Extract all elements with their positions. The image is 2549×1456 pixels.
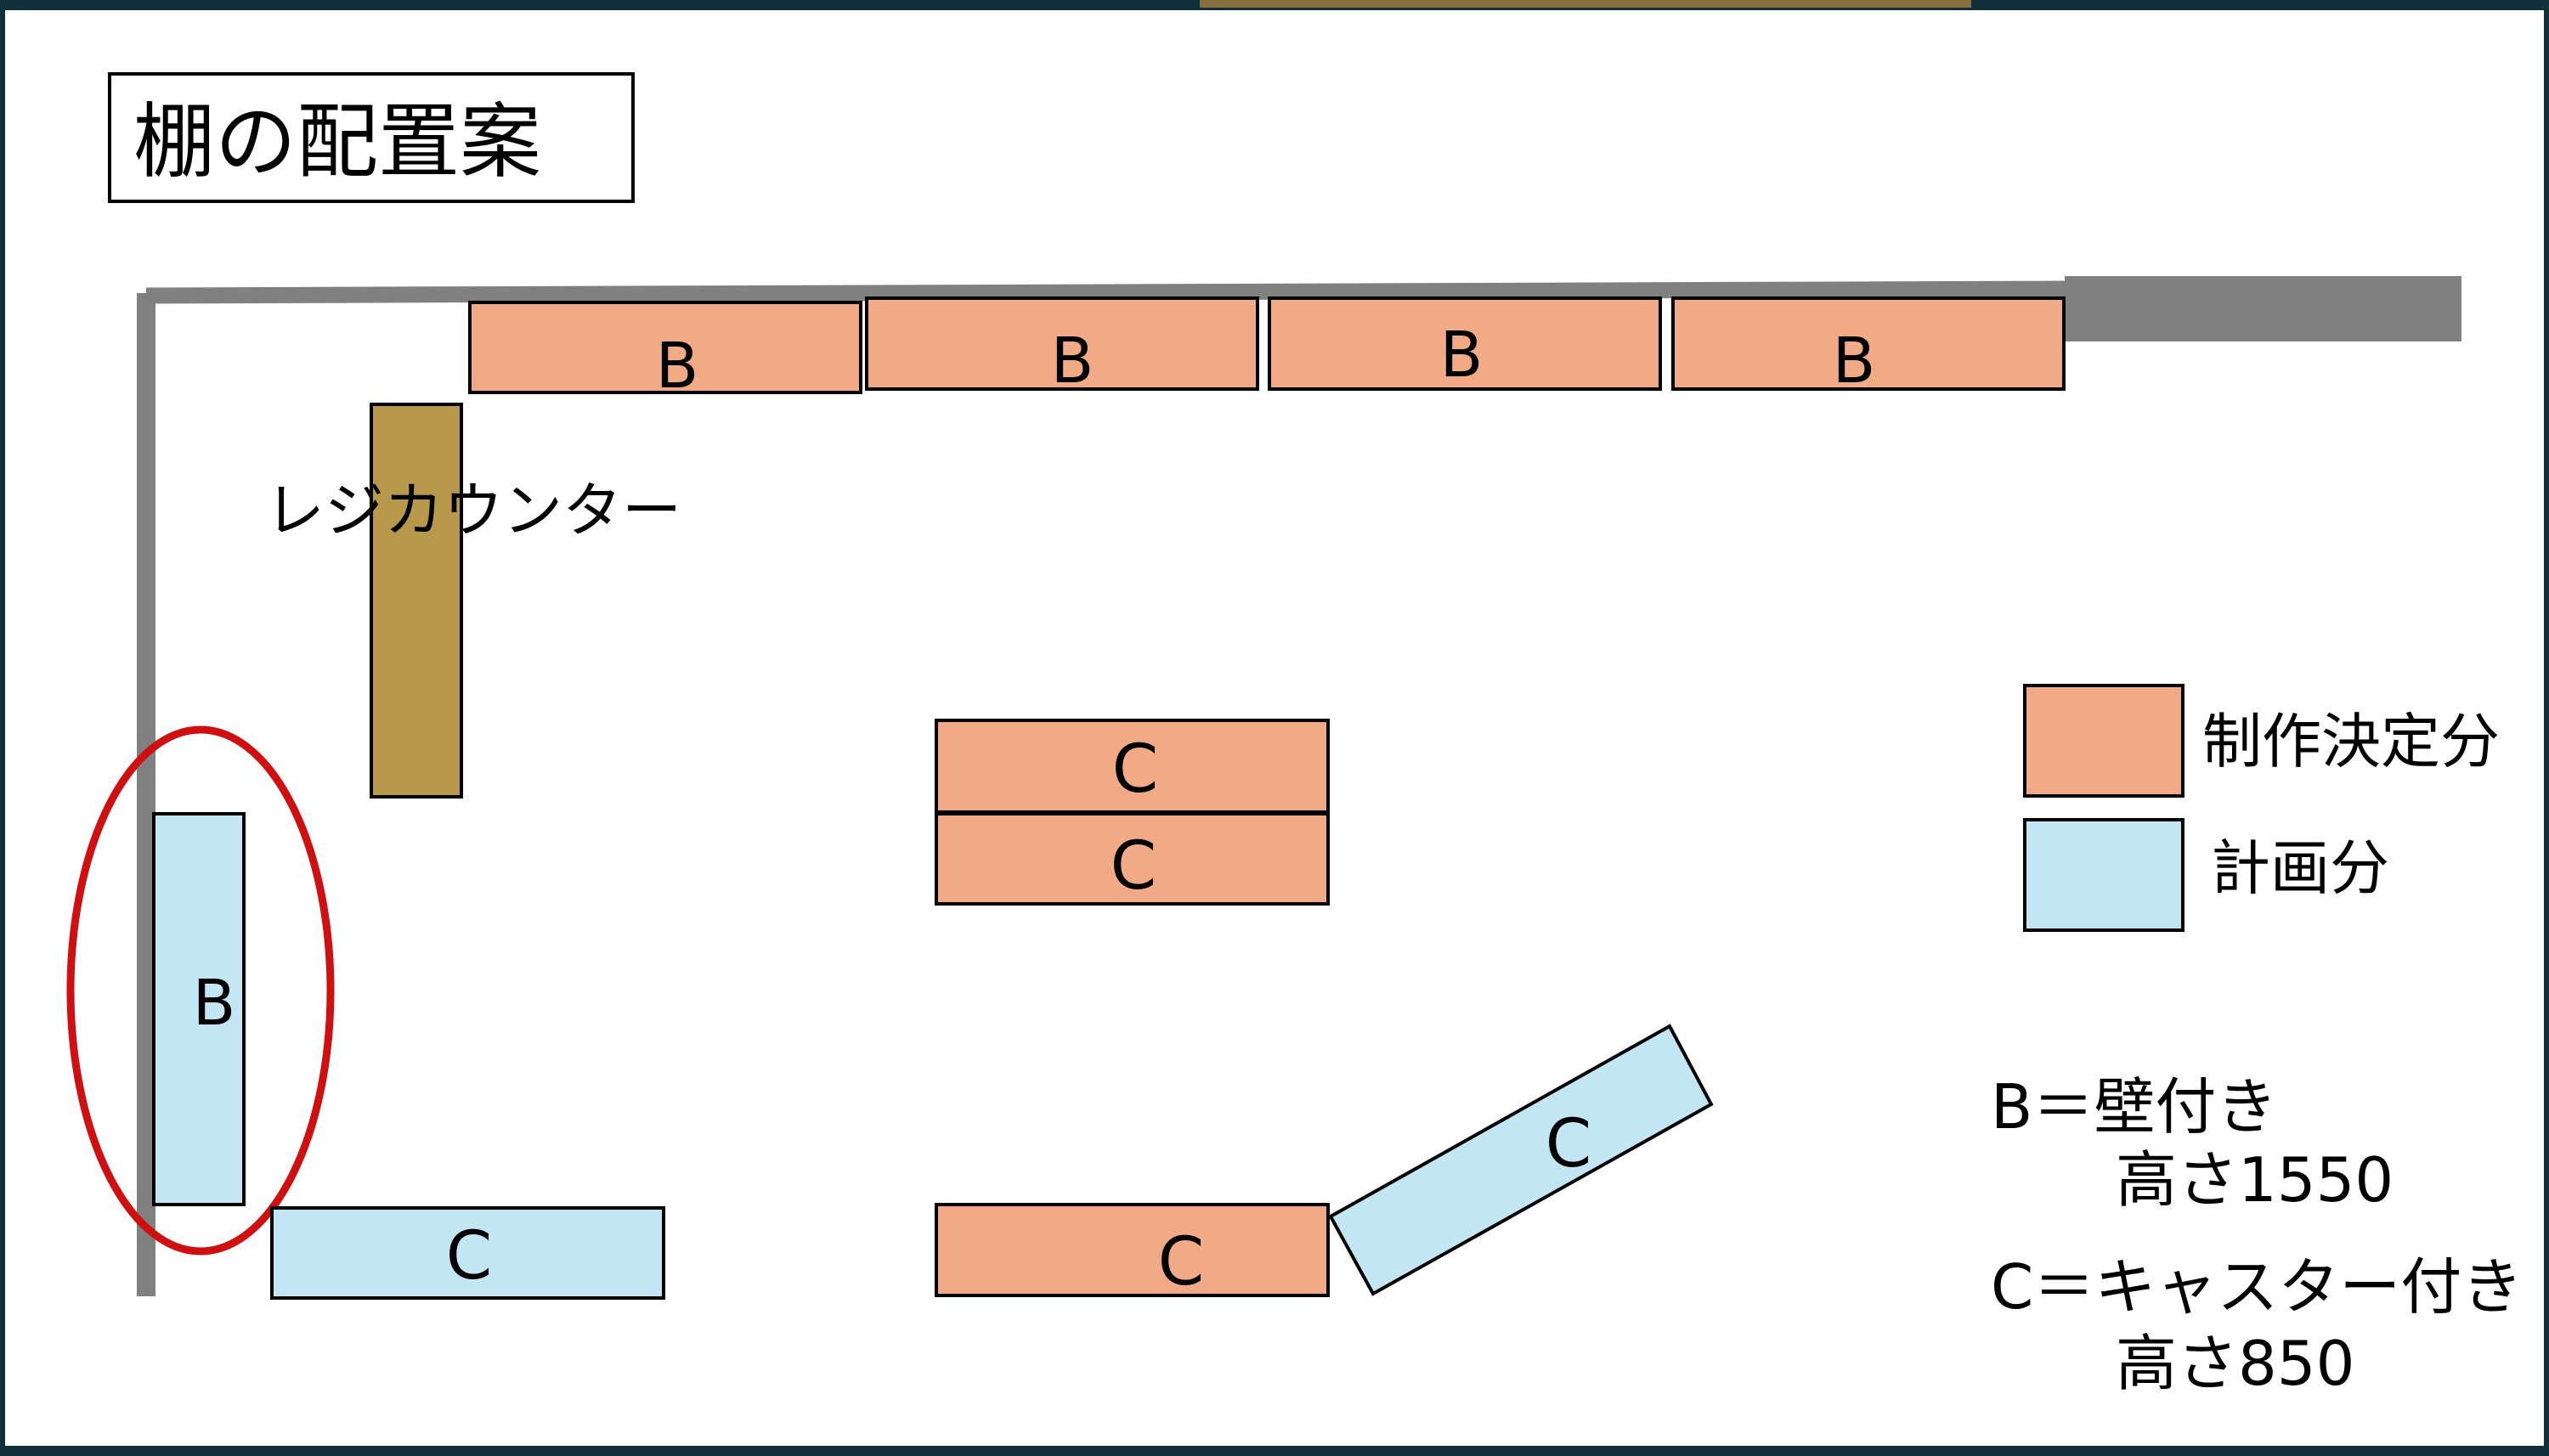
shelf-c-decided: C bbox=[935, 719, 1330, 814]
svg-text:B: B bbox=[193, 967, 236, 1040]
svg-text:C: C bbox=[1158, 1224, 1204, 1301]
svg-text:B: B bbox=[1833, 324, 1876, 398]
wall-top-right-thick bbox=[2065, 276, 2461, 341]
svg-text:B: B bbox=[656, 330, 699, 403]
shelf-b-decided: B bbox=[468, 301, 862, 403]
svg-text:C: C bbox=[1546, 1106, 1591, 1182]
title-box bbox=[108, 72, 635, 203]
legend-swatch-decided bbox=[2023, 684, 2184, 798]
shelf-b-planned: B bbox=[152, 812, 246, 1206]
legend-swatch-planned bbox=[2023, 818, 2184, 932]
register-counter-label: レジカウンター bbox=[265, 476, 681, 545]
shelf-c-decided: C bbox=[935, 812, 1330, 906]
svg-text:B: B bbox=[1440, 319, 1484, 392]
definition-c: C＝キャスター付き bbox=[1991, 1251, 2523, 1323]
definition-b-height: 高さ1550 bbox=[2116, 1144, 2394, 1216]
shelf-b-decided: B bbox=[865, 296, 1259, 398]
legend-label-decided: 制作決定分 bbox=[2202, 707, 2500, 776]
definition-c-height: 高さ850 bbox=[2116, 1328, 2354, 1399]
wall-top bbox=[145, 280, 2070, 304]
svg-text:C: C bbox=[1111, 828, 1156, 905]
shelf-b-decided: B bbox=[1268, 296, 1662, 392]
legend: 制作決定分 計画分 bbox=[2023, 684, 2500, 932]
definition-b: B＝壁付き bbox=[1991, 1071, 2277, 1143]
shelf-b-decided: B bbox=[1671, 296, 2066, 398]
shelf-c-planned: C bbox=[270, 1206, 665, 1300]
svg-text:B: B bbox=[1051, 324, 1094, 398]
register-counter bbox=[370, 403, 463, 799]
shelf-definitions: B＝壁付き 高さ1550 C＝キャスター付き 高さ850 bbox=[1991, 1071, 2523, 1399]
shelf-c-decided: C bbox=[935, 1203, 1330, 1301]
top-photo-strip bbox=[1200, 0, 1971, 8]
legend-label-planned: 計画分 bbox=[2211, 833, 2389, 903]
svg-text:C: C bbox=[1112, 731, 1158, 808]
svg-text:C: C bbox=[446, 1218, 492, 1295]
page-title: 棚の配置案 bbox=[133, 94, 541, 189]
shelf-c-planned-angled: C bbox=[1328, 1024, 1714, 1296]
highlight-ellipse bbox=[66, 725, 335, 1256]
